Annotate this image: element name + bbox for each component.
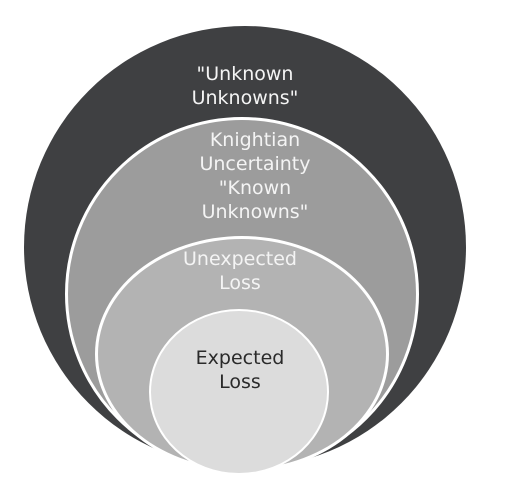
label-line: Unexpected: [183, 248, 297, 270]
label-line: Unknowns": [191, 87, 299, 109]
label-line: Knightian: [209, 129, 301, 151]
label-line: Loss: [219, 272, 261, 294]
unexpected-loss-label: Unexpected Loss: [150, 247, 330, 295]
label-line: Expected: [195, 347, 285, 369]
expected-loss-label: Expected Loss: [160, 346, 320, 394]
label-line: Uncertainty: [199, 153, 311, 175]
label-line: Loss: [219, 371, 261, 393]
label-line: "Unknown: [196, 63, 294, 85]
label-line: Unknowns": [201, 201, 309, 223]
expected-loss-circle: [149, 309, 329, 475]
unknown-unknowns-label: "Unknown Unknowns": [150, 62, 340, 110]
knightian-uncertainty-label: Knightian Uncertainty "Known Unknowns": [150, 128, 360, 224]
label-line: "Known: [218, 177, 292, 199]
